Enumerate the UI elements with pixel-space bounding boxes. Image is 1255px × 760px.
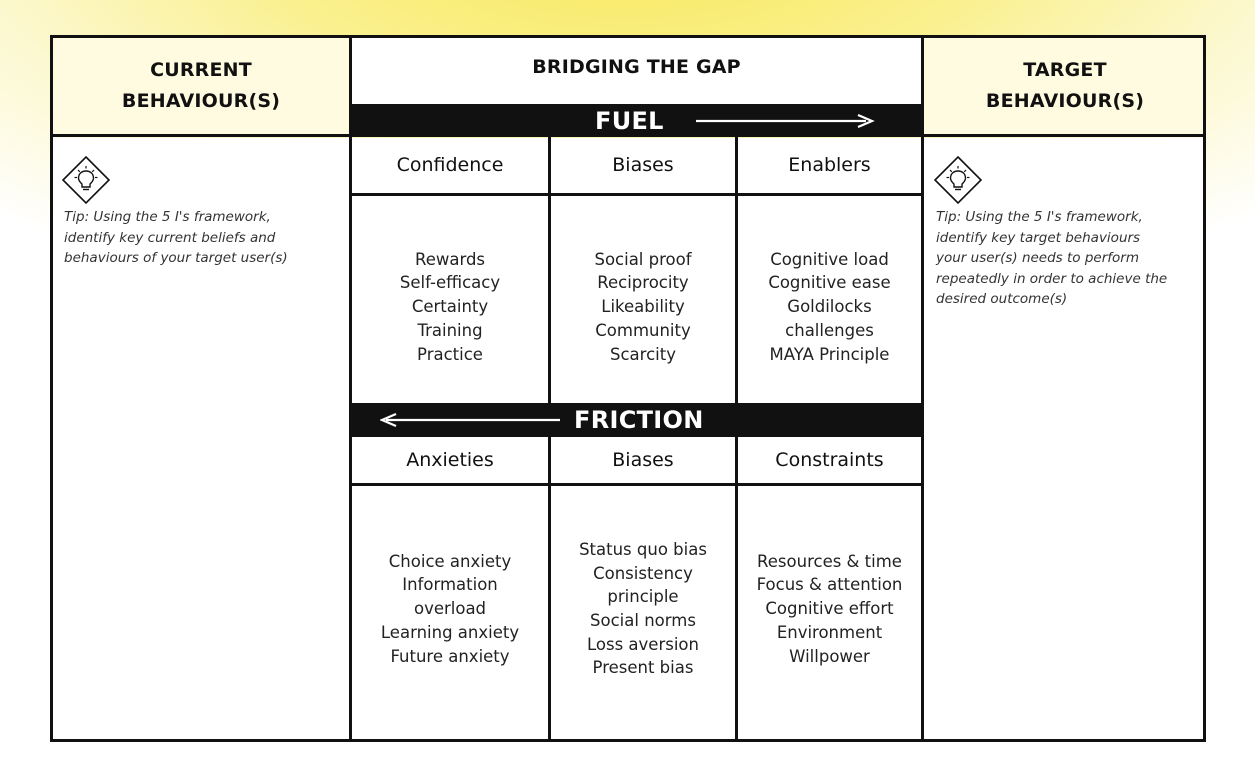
friction-arrow-icon <box>380 413 560 427</box>
friction-cell-anxieties: Choice anxiety Information overload Lear… <box>352 490 548 728</box>
fuel-cell-biases: Social proof Reciprocity Likeability Com… <box>551 210 735 404</box>
list-item: Social norms <box>590 611 696 630</box>
fuel-header-line <box>350 193 923 196</box>
tip-line: behaviours of your target user(s) <box>64 250 288 266</box>
list-item: Cognitive load <box>770 249 889 269</box>
list-item: Self-efficacy <box>399 273 501 293</box>
list-item: Goldilocks <box>787 297 872 317</box>
list-item: Present bias <box>592 658 694 678</box>
fuel-header-confidence: Confidence <box>396 154 504 176</box>
target-header-bg <box>924 38 1203 135</box>
current-header-line <box>50 134 352 137</box>
friction-cell-constraints: Resources & time Focus & attention Cogni… <box>738 490 921 728</box>
current-behaviour-label: CURRENT BEHAVIOUR(S) <box>121 59 281 112</box>
divider-left <box>349 35 352 742</box>
subcol-divider-1-bottom <box>548 437 551 742</box>
list-item: Status quo bias <box>579 539 707 559</box>
target-tip-text: Tip: Using the 5 I's framework, identify… <box>936 207 1198 310</box>
friction-cell-biases: Status quo bias Consistency principle So… <box>551 490 735 728</box>
diagram-frame <box>50 35 1206 742</box>
friction-band: FRICTION <box>350 403 923 437</box>
fuel-band: FUEL <box>350 104 923 137</box>
bridging-gap-heading: BRIDGING THE GAP <box>352 46 921 88</box>
bridging-gap-label: BRIDGING THE GAP <box>532 55 741 78</box>
target-header-line <box>921 134 1206 137</box>
list-item: Focus & attention <box>756 575 903 595</box>
tip-line: your user(s) needs to perform <box>936 250 1139 266</box>
list-item: challenges <box>785 320 874 340</box>
list-item: Reciprocity <box>597 273 689 293</box>
fuel-header-biases: Biases <box>612 154 674 176</box>
bridge-header-bg <box>352 38 923 105</box>
list-item: Cognitive ease <box>768 273 891 293</box>
friction-header-constraints: Constraints <box>775 449 884 471</box>
tip-line: identify key target behaviours <box>936 229 1141 246</box>
subcol-divider-1-top <box>548 137 551 404</box>
list-item: Resources & time <box>757 551 902 571</box>
friction-label: FRICTION <box>574 406 704 434</box>
lightbulb-diamond-icon <box>62 156 110 204</box>
list-item: Information <box>402 575 498 595</box>
target-body-bg <box>924 138 1203 739</box>
list-item: Scarcity <box>610 344 676 364</box>
current-tip-text: Tip: Using the 5 I's framework, identify… <box>64 207 344 269</box>
friction-header-biases: Biases <box>612 449 674 471</box>
list-item: MAYA Principle <box>769 344 890 364</box>
divider-right <box>921 35 924 742</box>
list-item: Future anxiety <box>390 646 510 666</box>
fuel-cell-enablers: Cognitive load Cognitive ease Goldilocks… <box>738 210 921 404</box>
tip-line: identify key current beliefs and <box>64 229 276 246</box>
list-item: Learning anxiety <box>380 622 520 642</box>
tip-line: Tip: Using the 5 I's framework, <box>936 209 1143 225</box>
list-item: Likeability <box>601 297 685 317</box>
current-body-bg <box>53 138 350 739</box>
subcol-divider-2-bottom <box>735 437 738 742</box>
list-item: Consistency <box>593 563 693 583</box>
bridge-body-bg <box>352 138 923 739</box>
list-item: Loss aversion <box>587 634 699 654</box>
current-behaviour-heading: CURRENT BEHAVIOUR(S) <box>53 38 349 134</box>
list-item: Choice anxiety <box>388 551 512 571</box>
list-item: principle <box>607 587 679 607</box>
current-header-bg <box>53 38 351 135</box>
list-item: Community <box>595 320 691 340</box>
tip-line: desired outcome(s) <box>936 291 1068 307</box>
tip-line: repeatedly in order to achieve the <box>936 270 1168 287</box>
friction-header-line <box>350 483 923 486</box>
list-item: overload <box>413 599 487 619</box>
subcol-divider-2-top <box>735 137 738 404</box>
list-item: Certainty <box>411 297 489 317</box>
list-item: Practice <box>417 344 483 364</box>
target-behaviour-heading: TARGET BEHAVIOUR(S) <box>924 38 1206 134</box>
fuel-label: FUEL <box>595 107 664 135</box>
fuel-arrow-icon <box>696 114 875 128</box>
fuel-header-enablers: Enablers <box>788 154 871 176</box>
list-item: Rewards <box>414 249 486 269</box>
list-item: Training <box>417 320 483 340</box>
tip-line: Tip: Using the 5 I's framework, <box>64 209 271 225</box>
lightbulb-diamond-icon <box>934 156 982 204</box>
friction-header-anxieties: Anxieties <box>406 449 494 471</box>
target-behaviour-label: TARGET BEHAVIOUR(S) <box>985 59 1145 112</box>
list-item: Willpower <box>789 646 870 666</box>
fuel-cell-confidence: Rewards Self-efficacy Certainty Training… <box>352 210 548 404</box>
list-item: Social proof <box>594 249 692 269</box>
list-item: Cognitive effort <box>765 599 894 619</box>
list-item: Environment <box>776 622 883 642</box>
